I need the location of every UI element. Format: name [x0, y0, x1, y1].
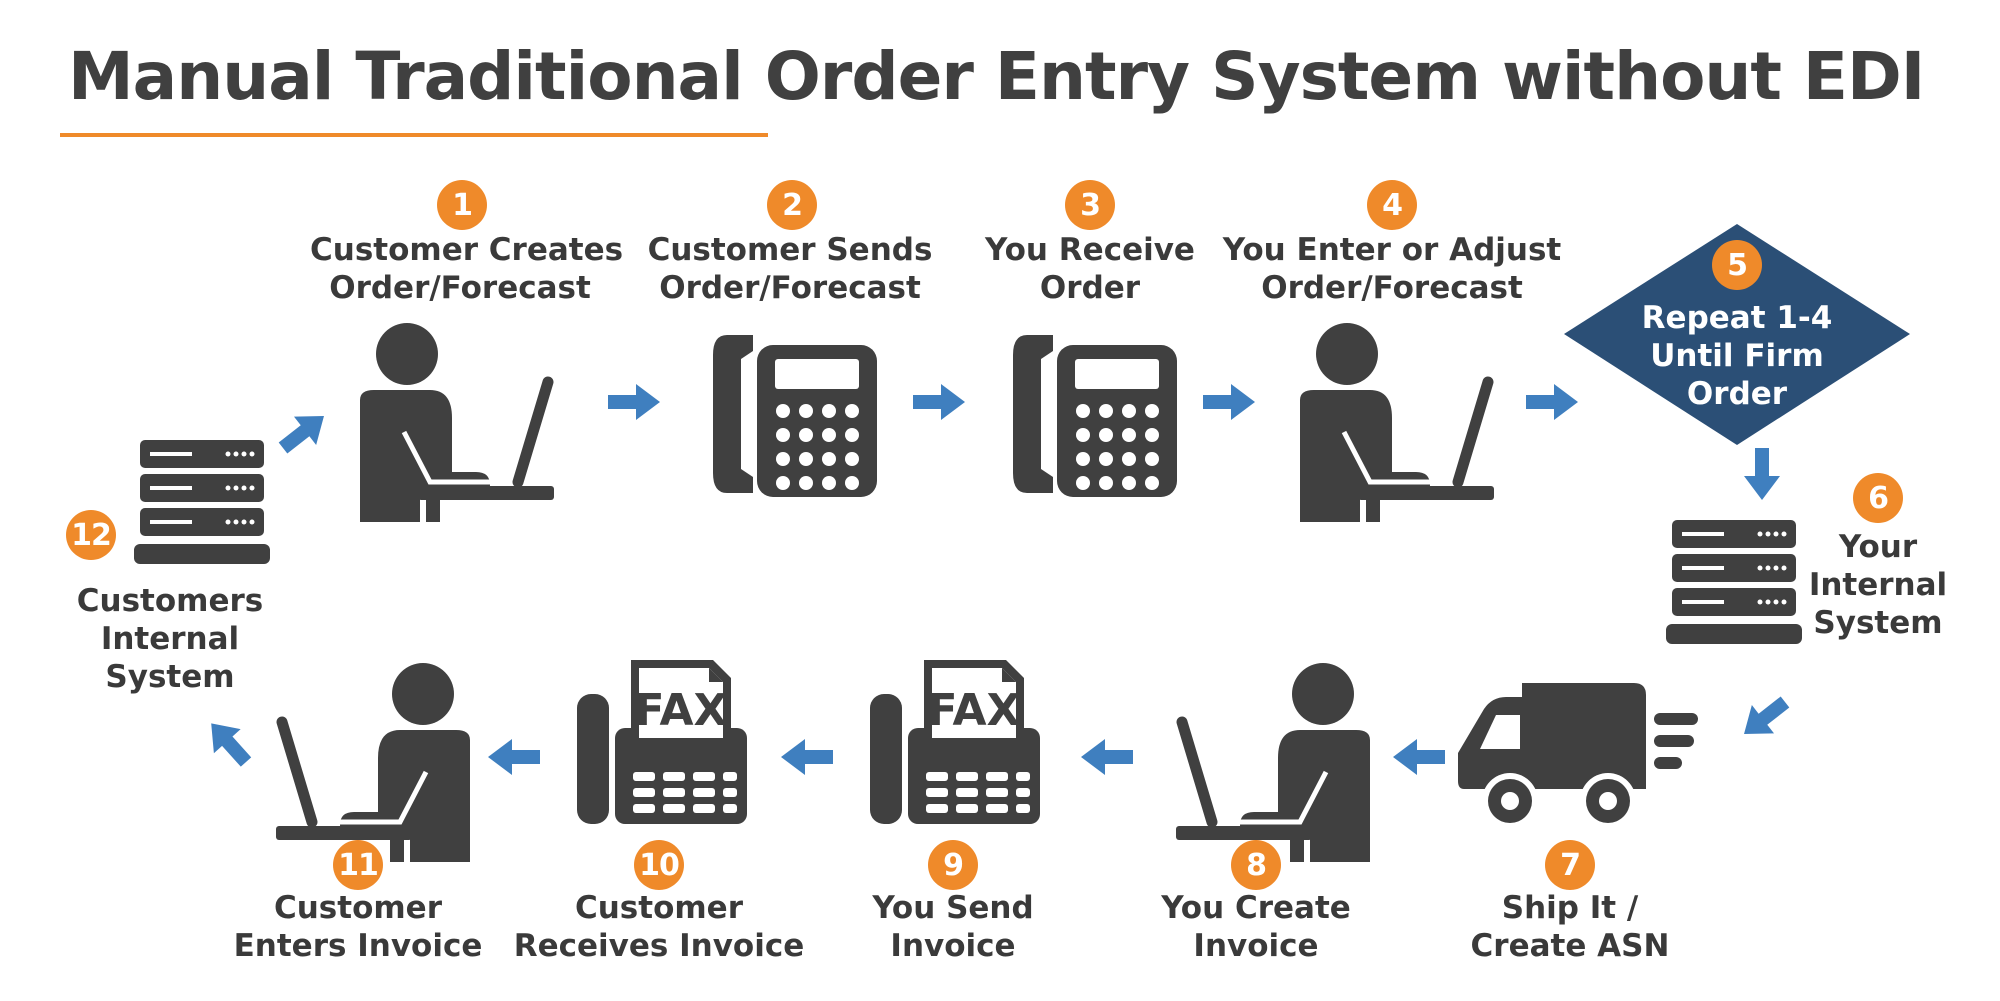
decision-diamond: [1564, 224, 1910, 445]
step-1-badge: 1: [437, 180, 487, 230]
step-4-badge: 4: [1367, 180, 1417, 230]
step-6-badge: 6: [1853, 473, 1903, 523]
arrow-6-to-7: [1732, 687, 1797, 749]
fax-text: FAX: [928, 685, 1021, 736]
arrow-8-to-9: [1081, 739, 1133, 775]
arrow-1-to-2: [608, 384, 660, 420]
arrow-5-to-6: [1744, 448, 1780, 500]
arrow-12-to-1: [271, 401, 336, 463]
arrow-9-to-10: [781, 739, 833, 775]
step-9-badge: 9: [928, 840, 978, 890]
step-12-badge: 12: [66, 510, 116, 560]
step-10-badge: 10: [634, 840, 684, 890]
title-underline: [60, 133, 768, 137]
page-title: Manual Traditional Order Entry System wi…: [68, 38, 1925, 115]
step-7-badge: 7: [1545, 840, 1595, 890]
fax-text: FAX: [635, 685, 728, 736]
step-7-label: Ship It /Create ASN: [1470, 890, 1670, 964]
arrow-7-to-8: [1393, 739, 1445, 775]
arrow-11-to-12: [197, 711, 260, 775]
arrow-2-to-3: [913, 384, 965, 420]
arrow-4-to-5: [1526, 384, 1578, 420]
fax-icon: FAX: [577, 660, 747, 824]
step-2-badge: 2: [767, 180, 817, 230]
step-5-badge: 5: [1712, 240, 1762, 290]
step-8-badge: 8: [1231, 840, 1281, 890]
step-3-badge: 3: [1065, 180, 1115, 230]
arrow-3-to-4: [1203, 384, 1255, 420]
step-11-badge: 11: [333, 840, 383, 890]
fax-icon: FAX: [870, 660, 1040, 824]
truck-icon: [1458, 683, 1698, 829]
arrow-10-to-11: [488, 739, 540, 775]
